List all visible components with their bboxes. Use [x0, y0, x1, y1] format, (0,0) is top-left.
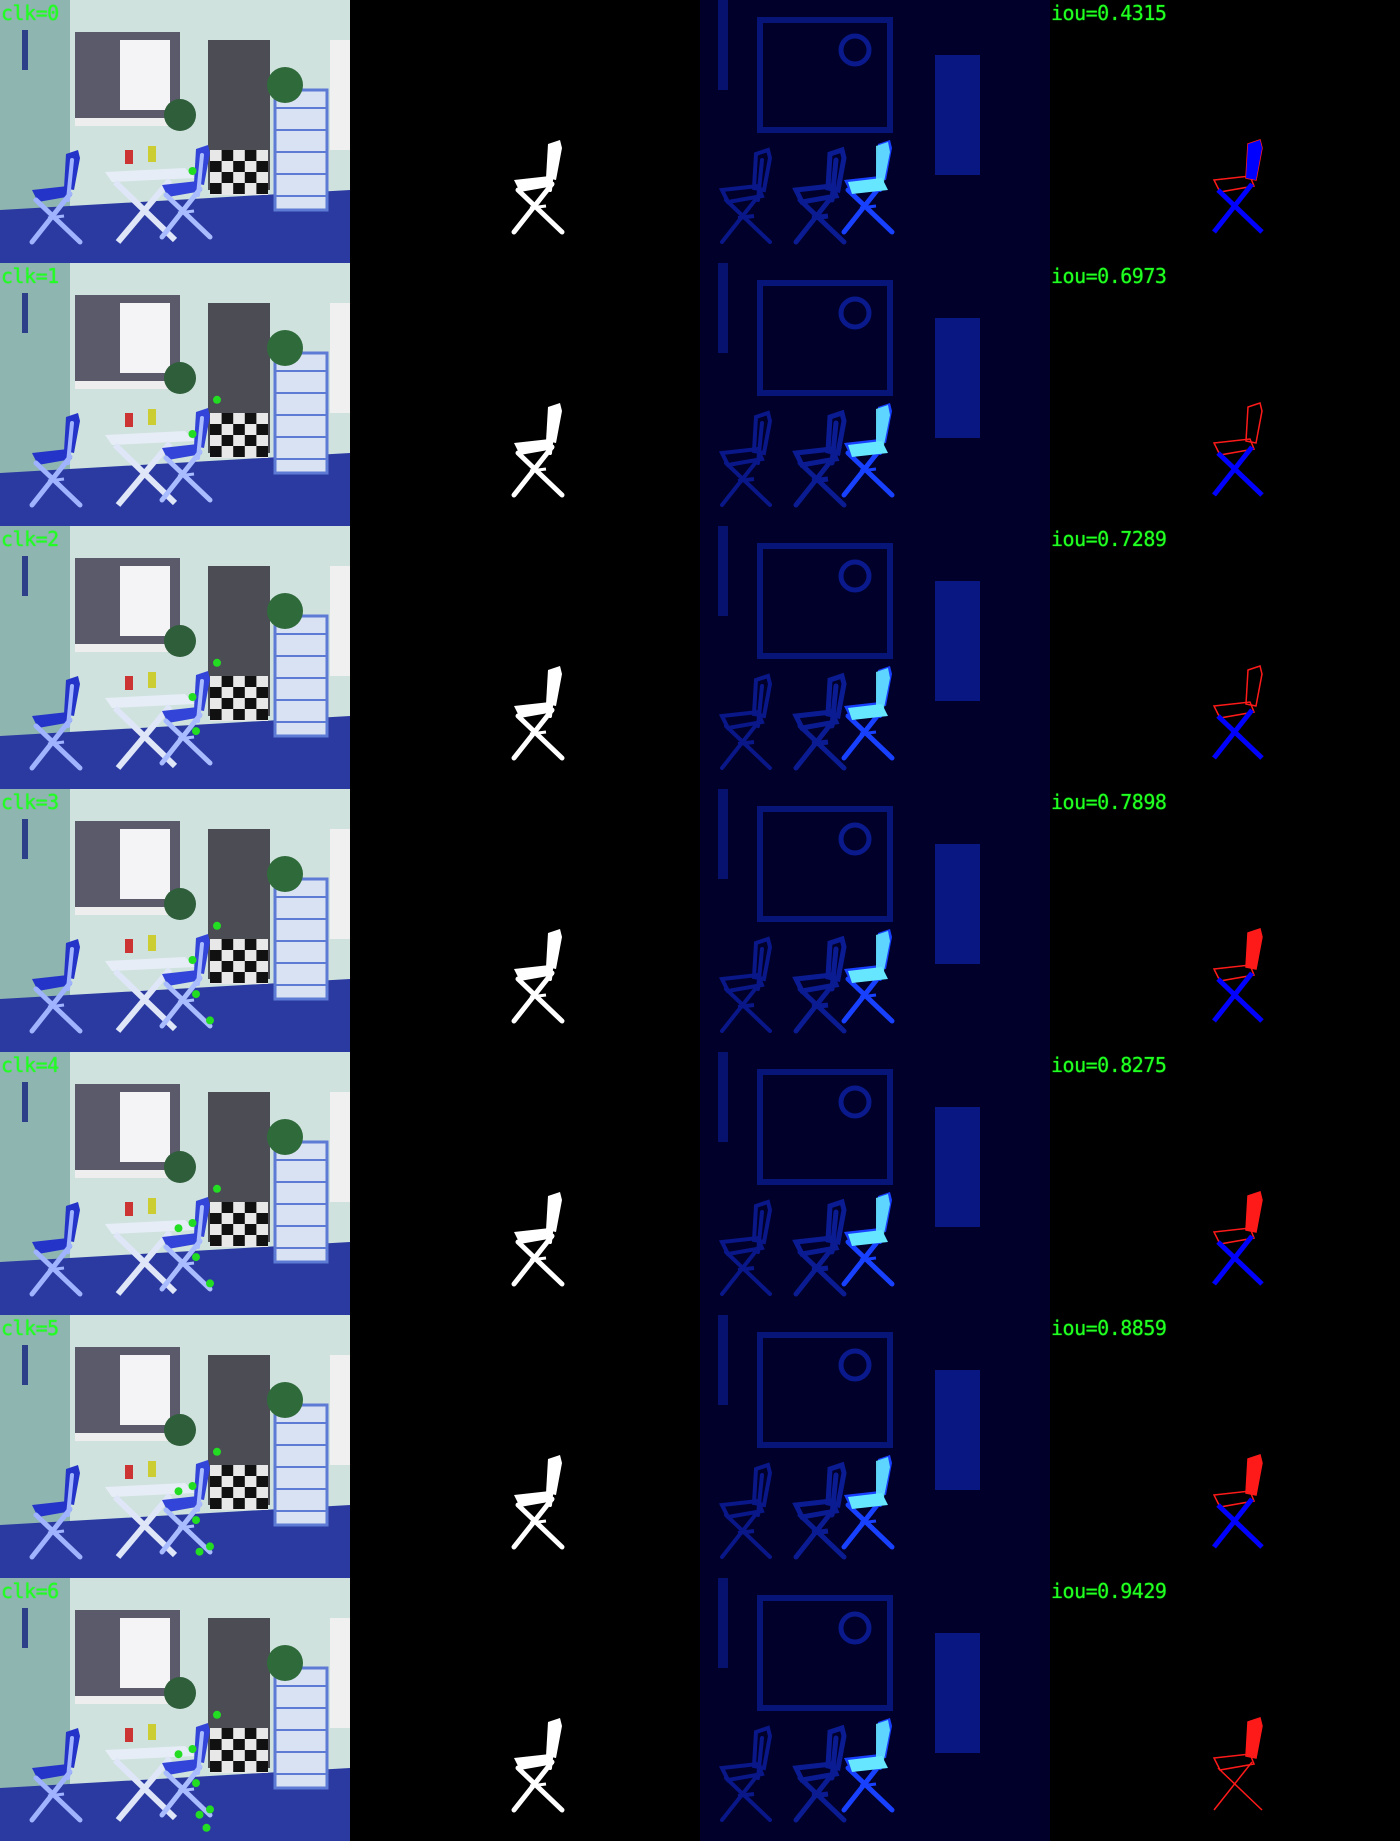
click-count-label: clk=6 — [1, 1579, 59, 1603]
result-row: clk=3 iou=0.7898 — [0, 789, 1400, 1052]
ground-truth-mask-panel — [350, 263, 700, 526]
ground-truth-mask-panel — [350, 1052, 700, 1315]
result-row: clk=4 iou=0.8275 — [0, 1052, 1400, 1315]
click-point — [174, 1487, 183, 1496]
ground-truth-mask-panel — [350, 1315, 700, 1578]
click-count-label: clk=3 — [1, 790, 59, 814]
click-point — [213, 1447, 221, 1456]
probability-map-panel — [700, 1052, 1050, 1315]
click-count-label: clk=2 — [1, 527, 59, 551]
result-row: clk=6 iou=0.9429 — [0, 1578, 1400, 1841]
click-point — [188, 167, 197, 175]
input-image-panel — [0, 1315, 350, 1578]
click-point — [213, 921, 221, 930]
ground-truth-mask-panel — [350, 1578, 700, 1841]
input-image-panel — [0, 526, 350, 789]
click-count-label: clk=0 — [1, 1, 59, 25]
iou-score-label: iou=0.9429 — [1051, 1579, 1167, 1603]
click-point — [188, 956, 197, 964]
click-point — [213, 658, 221, 667]
probability-map-panel — [700, 1315, 1050, 1578]
error-map-panel — [1050, 789, 1400, 1052]
error-map-panel — [1050, 1578, 1400, 1841]
ground-truth-mask-panel — [350, 526, 700, 789]
click-point — [192, 1516, 200, 1525]
input-image-panel — [0, 789, 350, 1052]
click-point — [174, 1750, 183, 1759]
click-point — [188, 1482, 197, 1490]
click-point — [206, 1542, 214, 1551]
iou-score-label: iou=0.6973 — [1051, 264, 1167, 288]
click-point — [213, 1184, 221, 1193]
error-map-panel — [1050, 1052, 1400, 1315]
result-row: clk=0 iou=0.4315 — [0, 0, 1400, 263]
probability-map-panel — [700, 526, 1050, 789]
click-point — [213, 395, 221, 404]
click-point — [202, 1823, 211, 1832]
input-image-panel — [0, 0, 350, 263]
result-row: clk=5 iou=0.8859 — [0, 1315, 1400, 1578]
input-image-panel — [0, 1052, 350, 1315]
result-row: clk=2 iou=0.7289 — [0, 526, 1400, 789]
click-point — [195, 1810, 204, 1819]
error-map-panel — [1050, 0, 1400, 263]
click-point — [174, 1224, 183, 1233]
click-point — [192, 990, 200, 999]
input-image-panel — [0, 263, 350, 526]
probability-map-panel — [700, 0, 1050, 263]
click-point — [192, 1253, 200, 1262]
click-point — [206, 1805, 214, 1814]
click-point — [192, 1779, 200, 1788]
click-count-label: clk=1 — [1, 264, 59, 288]
click-point — [188, 693, 197, 701]
click-point — [188, 1219, 197, 1227]
click-point — [188, 430, 197, 438]
click-point — [188, 1745, 197, 1753]
probability-map-panel — [700, 263, 1050, 526]
iou-score-label: iou=0.7289 — [1051, 527, 1167, 551]
iou-score-label: iou=0.7898 — [1051, 790, 1167, 814]
click-point — [206, 1279, 214, 1288]
error-map-panel — [1050, 1315, 1400, 1578]
ground-truth-mask-panel — [350, 0, 700, 263]
click-point — [192, 727, 200, 736]
result-row: clk=1 iou=0.6973 — [0, 263, 1400, 526]
iou-score-label: iou=0.4315 — [1051, 1, 1167, 25]
probability-map-panel — [700, 789, 1050, 1052]
iou-score-label: iou=0.8859 — [1051, 1316, 1167, 1340]
click-count-label: clk=4 — [1, 1053, 59, 1077]
input-image-panel — [0, 1578, 350, 1841]
click-point — [206, 1016, 214, 1025]
iou-score-label: iou=0.8275 — [1051, 1053, 1167, 1077]
click-point — [195, 1547, 204, 1556]
error-map-panel — [1050, 526, 1400, 789]
ground-truth-mask-panel — [350, 789, 700, 1052]
probability-map-panel — [700, 1578, 1050, 1841]
click-count-label: clk=5 — [1, 1316, 59, 1340]
error-map-panel — [1050, 263, 1400, 526]
click-point — [213, 1710, 221, 1719]
